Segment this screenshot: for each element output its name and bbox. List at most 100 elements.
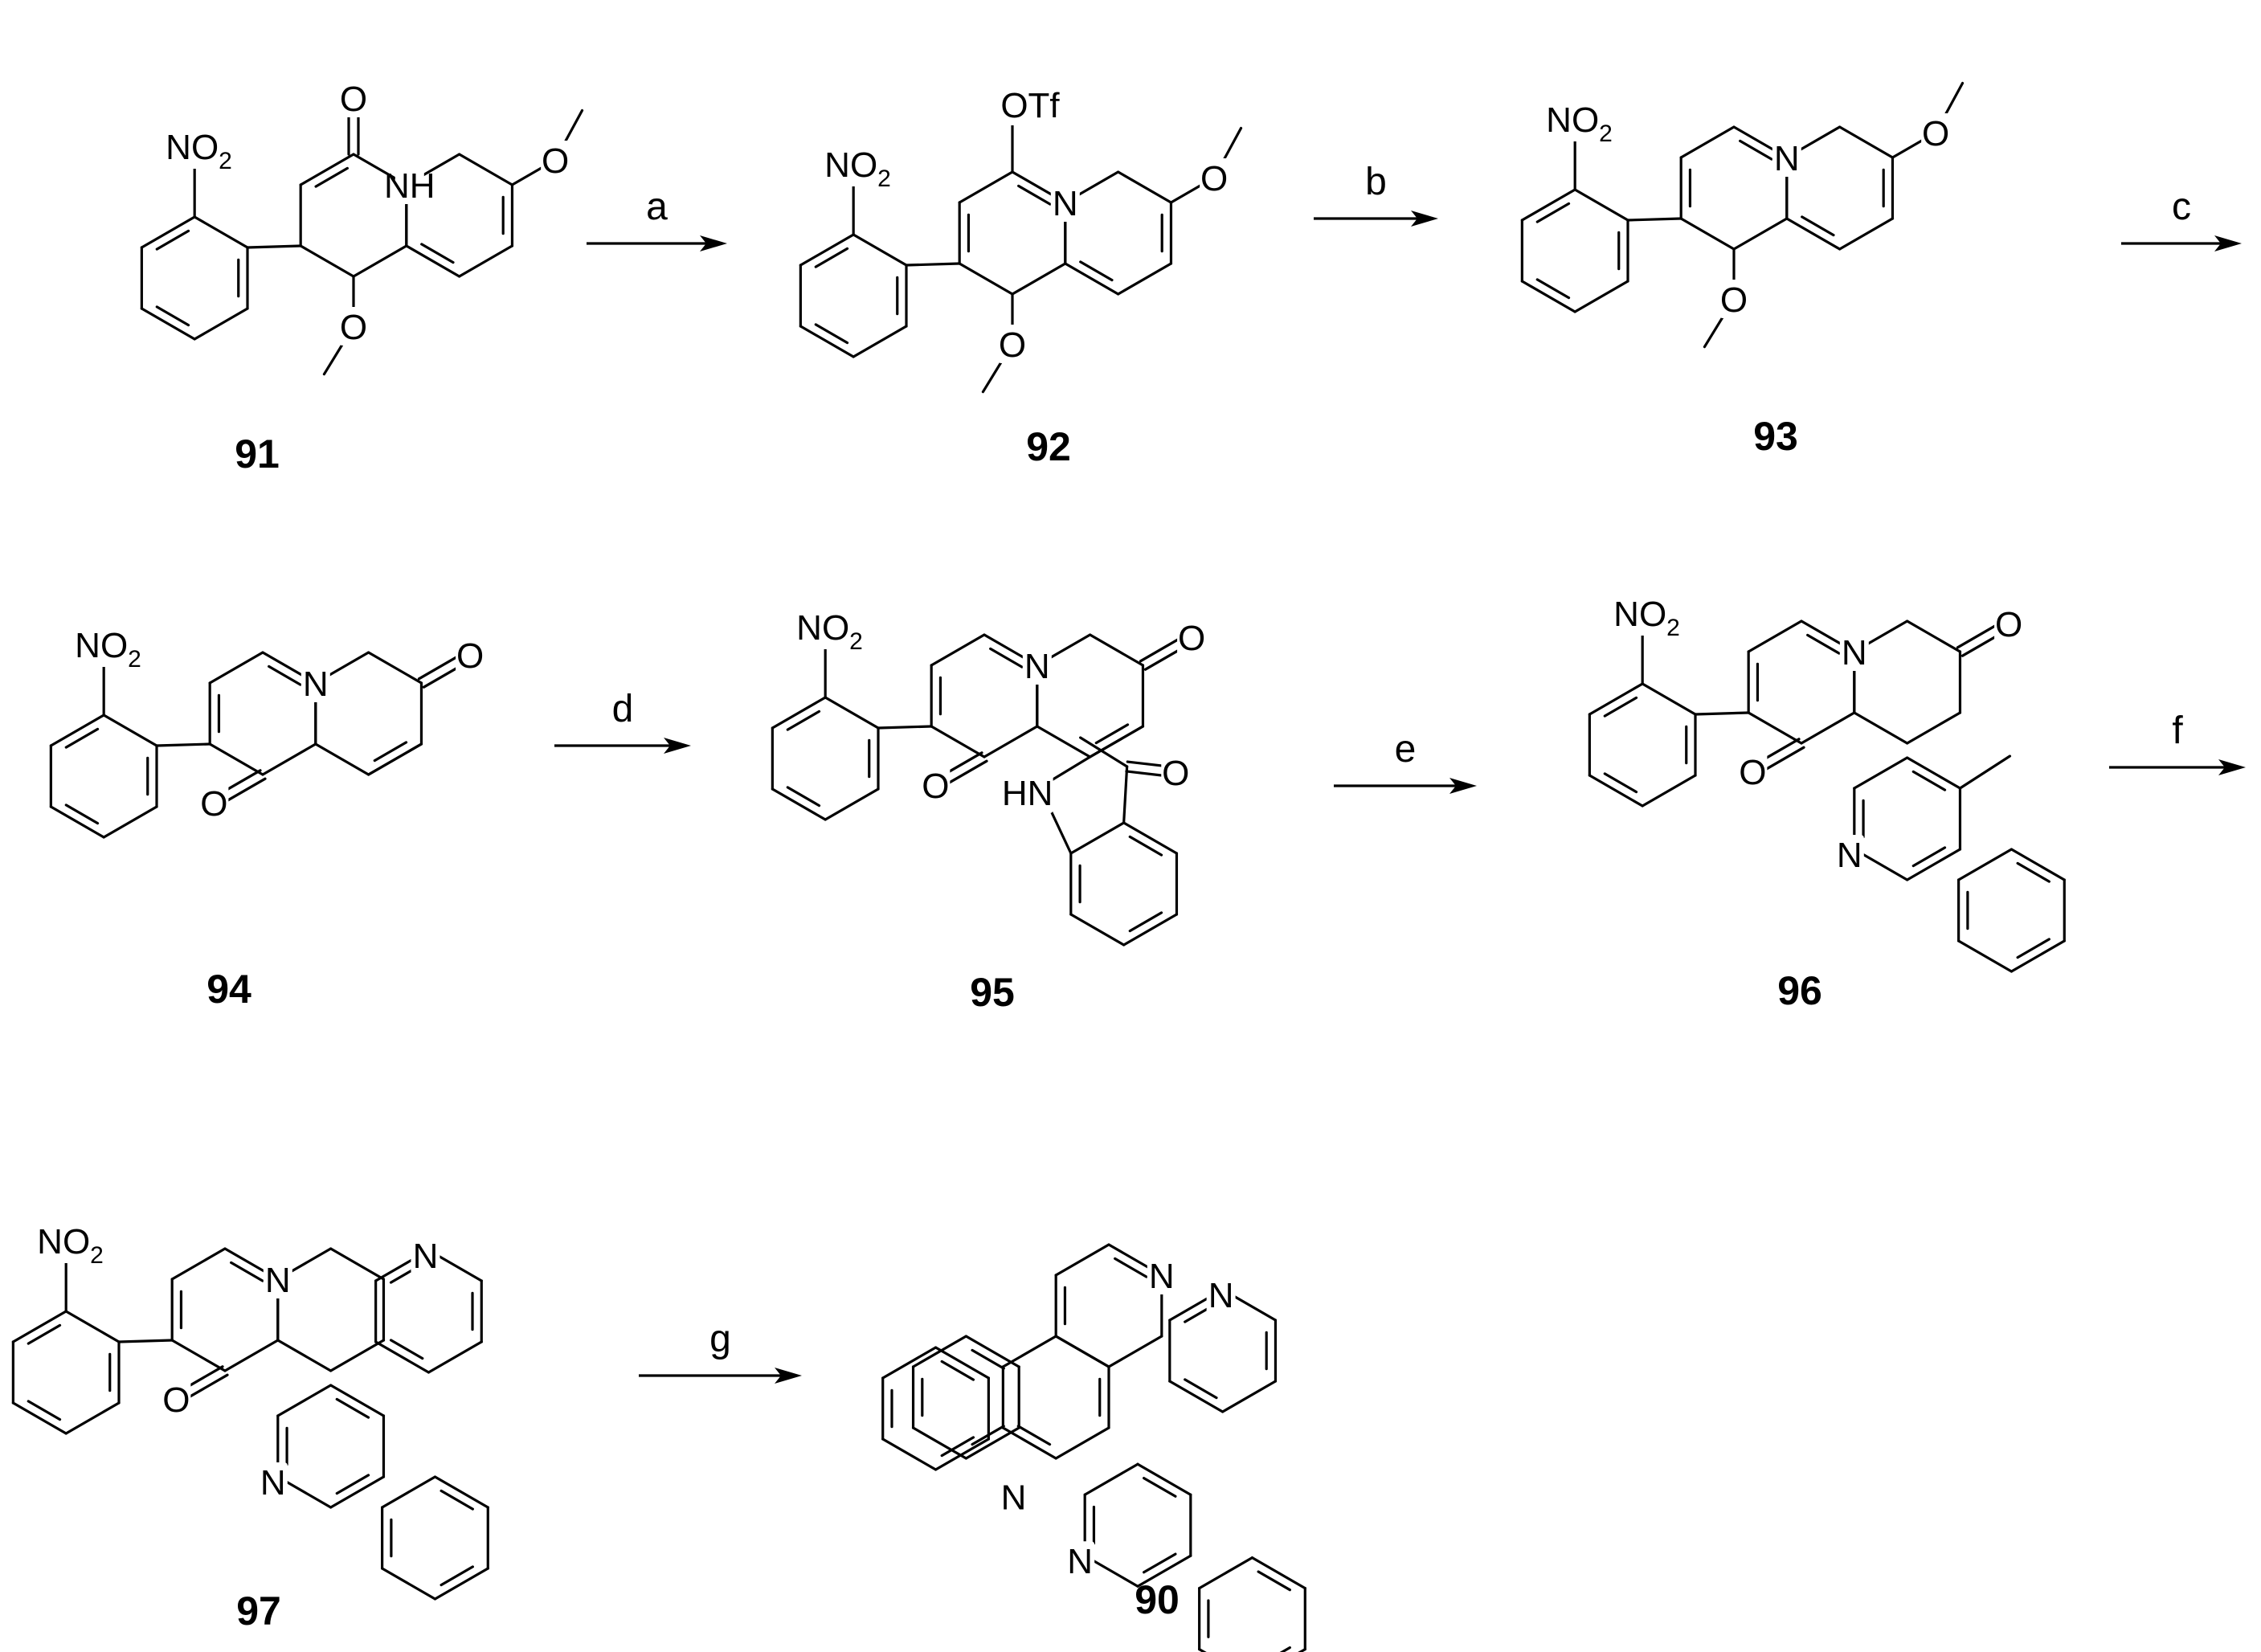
cpd96-nitrophenyl-ring-bond-5	[1588, 682, 1644, 716]
cpd95-acetylphenyl-ring-bond-2-inner	[1128, 911, 1163, 933]
cpd90-acridine-n-right: N	[1067, 1542, 1093, 1581]
cpd93-nitro-group: NO2	[1546, 100, 1613, 147]
cpd93-ring-n-mask	[1772, 138, 1801, 177]
cpd96-ring-a-bond-0-inner	[1806, 633, 1841, 655]
cpd97-ring-b-bond-0	[329, 1247, 386, 1281]
cpd94-co-8-oxygen: O	[456, 636, 484, 676]
cpd91-nitrophenyl-ring-bond-5	[140, 215, 196, 249]
cpd93-ring-b-bond-3	[1785, 217, 1842, 251]
cpd97-nitro-group-sub: 2	[90, 1242, 104, 1269]
cpd90-ring-c-bond-2-inner	[1143, 1552, 1177, 1574]
cpd97-ring-c-bond-0	[329, 1384, 386, 1417]
cpd96-acridine-n: N	[1837, 836, 1862, 875]
arrow-head-f	[2218, 759, 2246, 775]
cpd96-ring-d-bond-2-inner	[2016, 938, 2050, 959]
cpd90-ring-c-bond-0	[1136, 1462, 1192, 1496]
cpd96-nitro-group: NO2	[1613, 595, 1680, 641]
cpd96-ring-d-bond-0	[2010, 848, 2066, 881]
cpd90-ring-far-left-bond-0	[934, 1346, 990, 1380]
cpd94-quinone-cc-inner	[373, 741, 408, 763]
arrow-head-e	[1449, 778, 1477, 794]
cpd91-nitrophenyl-ring-bond-3-inner	[155, 305, 190, 327]
cpd93-ome-5-oxygen-mask	[1719, 280, 1748, 318]
cpd94-ring-a-bond-2	[261, 742, 317, 776]
cpd95-nitrophenyl-ring-bond-5-inner	[786, 709, 821, 731]
cpd96-co-a-oxygen: O	[1995, 605, 2022, 644]
reagent-label: a	[646, 186, 668, 228]
cpd90-ring-e-bond-3-inner	[1184, 1378, 1218, 1400]
cpd94-nitrophenyl-ring-bond-3	[49, 805, 105, 839]
cpd91-nitro-group-main: NO	[166, 128, 219, 167]
cpd91-ome-5-oxygen-mask	[339, 307, 368, 346]
cpd95-ring-n-mask	[1022, 646, 1052, 685]
cpd92-ome-5-oxygen-mask	[998, 325, 1027, 363]
cpd91-ring-a-bond-2	[352, 244, 408, 278]
cpd90-ring-far-left-bond-2-inner	[940, 1436, 975, 1458]
cpd95-acetyl-oxygen-mask	[1161, 753, 1191, 791]
cpd96-nitrophenyl-ring-bond-2	[1641, 774, 1697, 808]
cpd96-ring-b-bond-3	[1853, 711, 1909, 745]
cpd90-ring-a-n-mask	[1147, 1256, 1176, 1294]
cpd92-aryl-link	[905, 262, 961, 267]
cpd97-nitrophenyl-ring-bond-2	[64, 1401, 121, 1435]
cpd91-nitro-group-sub: 2	[219, 148, 232, 174]
cpd92-ring-a-bond-0-inner	[1017, 184, 1052, 206]
cpd95-co-5-oxygen-mask	[921, 766, 951, 804]
cpd95-ring-a-bond-0-inner	[989, 647, 1024, 669]
cpd91-nitrophenyl-ring-bond-0	[193, 215, 249, 249]
cpd96-ring-d-bond-0-inner	[2016, 861, 2050, 883]
cpd96-nitrophenyl-ring-bond-3	[1588, 774, 1644, 808]
cpd94-nitro-group-main: NO	[75, 626, 128, 665]
cpd92-ring-b-bond-0	[1117, 170, 1173, 204]
cpd95-acyl-bond	[1122, 765, 1129, 824]
cpd96-nitro-group-main: NO	[1613, 595, 1666, 634]
reagent-label: e	[1395, 728, 1417, 771]
cpd92-nitrophenyl-ring-bond-0	[852, 233, 908, 267]
cpd92-otf: OTf	[1000, 86, 1060, 125]
cpd91-ome-8-oxygen-mask	[541, 141, 570, 179]
cpd90-ring-e-n: N	[1208, 1276, 1234, 1315]
cpd93-ome-5-oxygen: O	[1720, 280, 1748, 320]
arrow-head-a	[700, 235, 727, 251]
cpd97-ring-d-bond-5	[381, 1475, 437, 1509]
cpd92-otf-mask	[994, 84, 1066, 125]
cpd93-nitrophenyl-ring-bond-5-inner	[1535, 202, 1571, 223]
cpd96-ring-b-bond-0	[1906, 620, 1962, 653]
cpd92-ring-n-mask	[1050, 183, 1080, 222]
cpd94-nitrophenyl-ring-bond-5	[49, 714, 105, 747]
cpd94-co-5-oxygen: O	[200, 784, 227, 824]
cpd92-ome-8-oxygen-mask	[1200, 158, 1229, 197]
cpd96-nitro-group-mask	[1609, 591, 1693, 636]
cpd93-aryl-link	[1626, 217, 1682, 222]
cpd92-nitro-group-mask	[820, 141, 904, 186]
cpd97-ring-e-bond-3-inner	[389, 1339, 424, 1360]
cpd94-nitro-group-sub: 2	[128, 646, 141, 673]
cpd90-acridine-n-left-mask	[999, 1477, 1028, 1516]
cpd90-acridine-n-right-mask	[1065, 1541, 1095, 1580]
cpd97-ring-a-bond-2	[223, 1339, 280, 1372]
cpd93-nitrophenyl-ring-bond-0	[1573, 188, 1629, 222]
cpd93-nitrophenyl-ring-bond-5	[1520, 188, 1576, 222]
cpd90-ring-core-bond-2	[1054, 1426, 1110, 1460]
reagent-label: g	[709, 1318, 731, 1360]
cpd95-quinone-cc-inner	[1094, 723, 1130, 745]
cpd93-nitro-group-sub: 2	[1599, 121, 1613, 147]
cpd96-ring-a-bond-3	[1747, 711, 1803, 745]
cpd91-ring-a-bond-3	[299, 244, 355, 278]
cpd97-nitrophenyl-ring-bond-5-inner	[27, 1323, 62, 1345]
cpd96-ring-n-mask	[1839, 632, 1869, 671]
cpd97-ring-n: N	[265, 1261, 291, 1300]
cpd96-ring-c-bond-2	[1906, 848, 1962, 881]
reagent-label: c	[2172, 186, 2191, 228]
cpd91-ring-a-bond-5-inner	[314, 166, 349, 188]
cpd90-ring-c-bond-5	[1083, 1462, 1139, 1496]
cpd97-ring-c-bond-5	[276, 1384, 333, 1417]
cpd91-ring-b-bond-2	[458, 244, 514, 278]
cpd96-ring-d-bond-3	[1957, 939, 2014, 973]
cpd91-nitrophenyl-ring-bond-5-inner	[155, 229, 190, 251]
cpd94-nitrophenyl-ring-bond-0	[102, 714, 158, 747]
compound-number: 95	[970, 970, 1015, 1015]
cpd96-ring-d-bond-5	[1957, 848, 2014, 881]
